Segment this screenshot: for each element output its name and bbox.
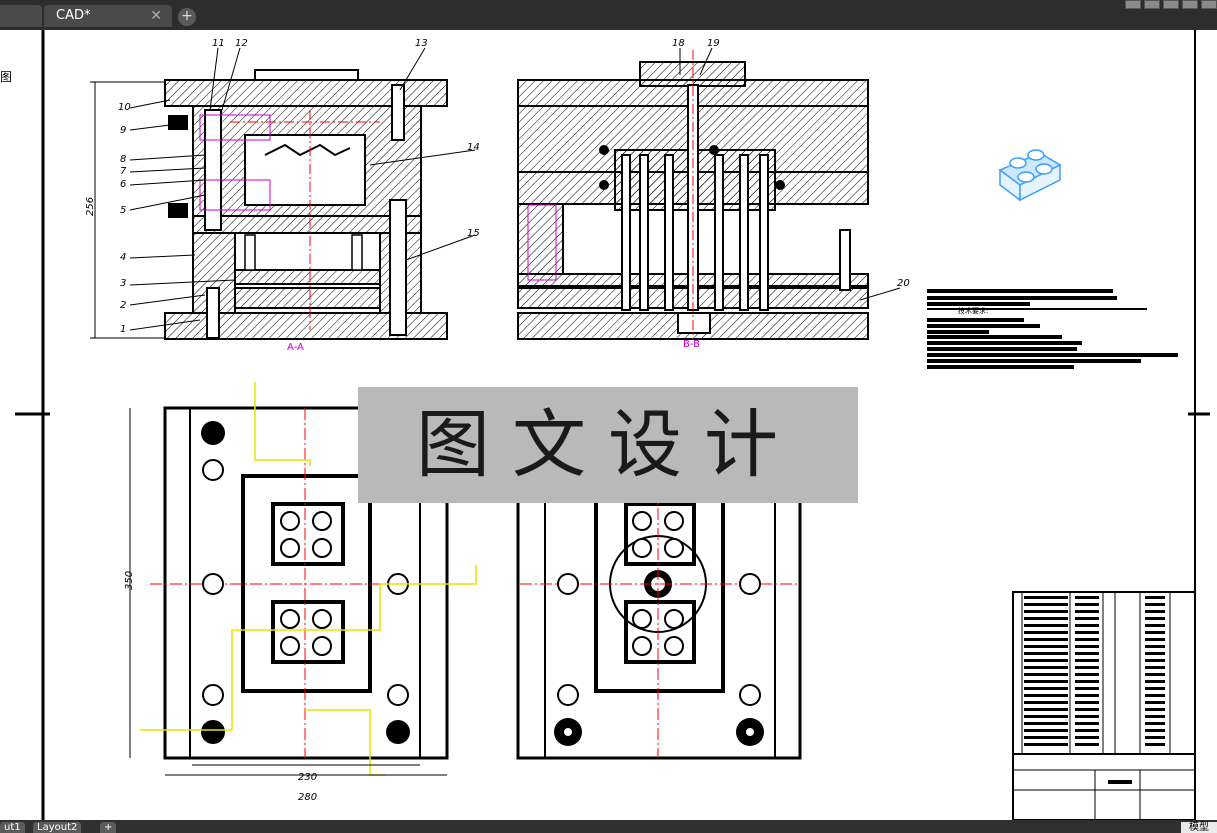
leader-9: 9 <box>120 125 126 136</box>
leader-14: 14 <box>467 142 480 153</box>
leader-15: 15 <box>467 228 480 239</box>
dim-plan-height: 350 <box>124 571 135 590</box>
add-layout-button[interactable]: + <box>100 822 117 833</box>
dim-width-inner: 230 <box>298 772 317 783</box>
dim-height: 256 <box>85 197 96 216</box>
leader-8: 8 <box>120 154 126 165</box>
layer-label: 图 <box>0 70 13 84</box>
drawing-canvas[interactable]: 256 1 2 3 4 5 <box>0 30 1217 820</box>
tab-previous[interactable] <box>0 5 42 27</box>
new-tab-button[interactable]: + <box>178 8 196 26</box>
tab-drawing-label: CAD* <box>56 8 91 23</box>
leader-18: 18 <box>672 38 685 49</box>
tool-icon[interactable] <box>1144 0 1160 9</box>
close-tab-icon[interactable]: ✕ <box>150 8 162 24</box>
leader-19: 19 <box>707 38 720 49</box>
tech-requirements-title: 技术要求: <box>958 307 989 315</box>
plan-view-left: 280 230 350 <box>124 382 477 803</box>
leader-5: 5 <box>120 205 126 216</box>
tool-icon[interactable] <box>1125 0 1141 9</box>
leader-13: 13 <box>415 38 428 49</box>
watermark-banner: 图文设计 <box>358 387 858 503</box>
model-space-button[interactable]: 模型 <box>1181 822 1217 833</box>
tab-bar: CAD* ✕ + <box>0 0 1217 30</box>
leader-4: 4 <box>120 252 126 263</box>
leader-3: 3 <box>120 278 126 289</box>
section-aa-label: A-A <box>287 342 304 353</box>
section-bb-label: B-B <box>683 339 700 350</box>
tool-icon[interactable] <box>1201 0 1217 9</box>
section-aa-view: 256 1 2 3 4 5 <box>85 38 480 353</box>
leader-11: 11 <box>212 38 225 49</box>
layout-tab-2[interactable]: Layout2 <box>33 822 82 833</box>
section-bb-view: 18 19 20 B-B <box>517 38 910 350</box>
layout-tab-1[interactable]: ut1 <box>0 822 25 833</box>
layout-tab-bar: ut1 Layout2 + 模型 <box>0 820 1217 833</box>
leader-6: 6 <box>120 179 126 190</box>
toolbar-icons <box>1125 0 1217 9</box>
part-3d-preview <box>998 149 1062 202</box>
leader-2: 2 <box>120 300 126 311</box>
leader-10: 10 <box>118 102 131 113</box>
tab-drawing[interactable]: CAD* ✕ <box>44 5 172 27</box>
tool-icon[interactable] <box>1182 0 1198 9</box>
leader-12: 12 <box>235 38 248 49</box>
leader-20: 20 <box>897 278 910 289</box>
parts-list-table <box>1012 591 1196 820</box>
dim-width-outer: 280 <box>298 792 317 803</box>
tech-requirements <box>927 289 1178 369</box>
tool-icon[interactable] <box>1163 0 1179 9</box>
leader-1: 1 <box>120 324 126 335</box>
leader-7: 7 <box>120 166 127 177</box>
watermark-text: 图文设计 <box>416 402 800 488</box>
